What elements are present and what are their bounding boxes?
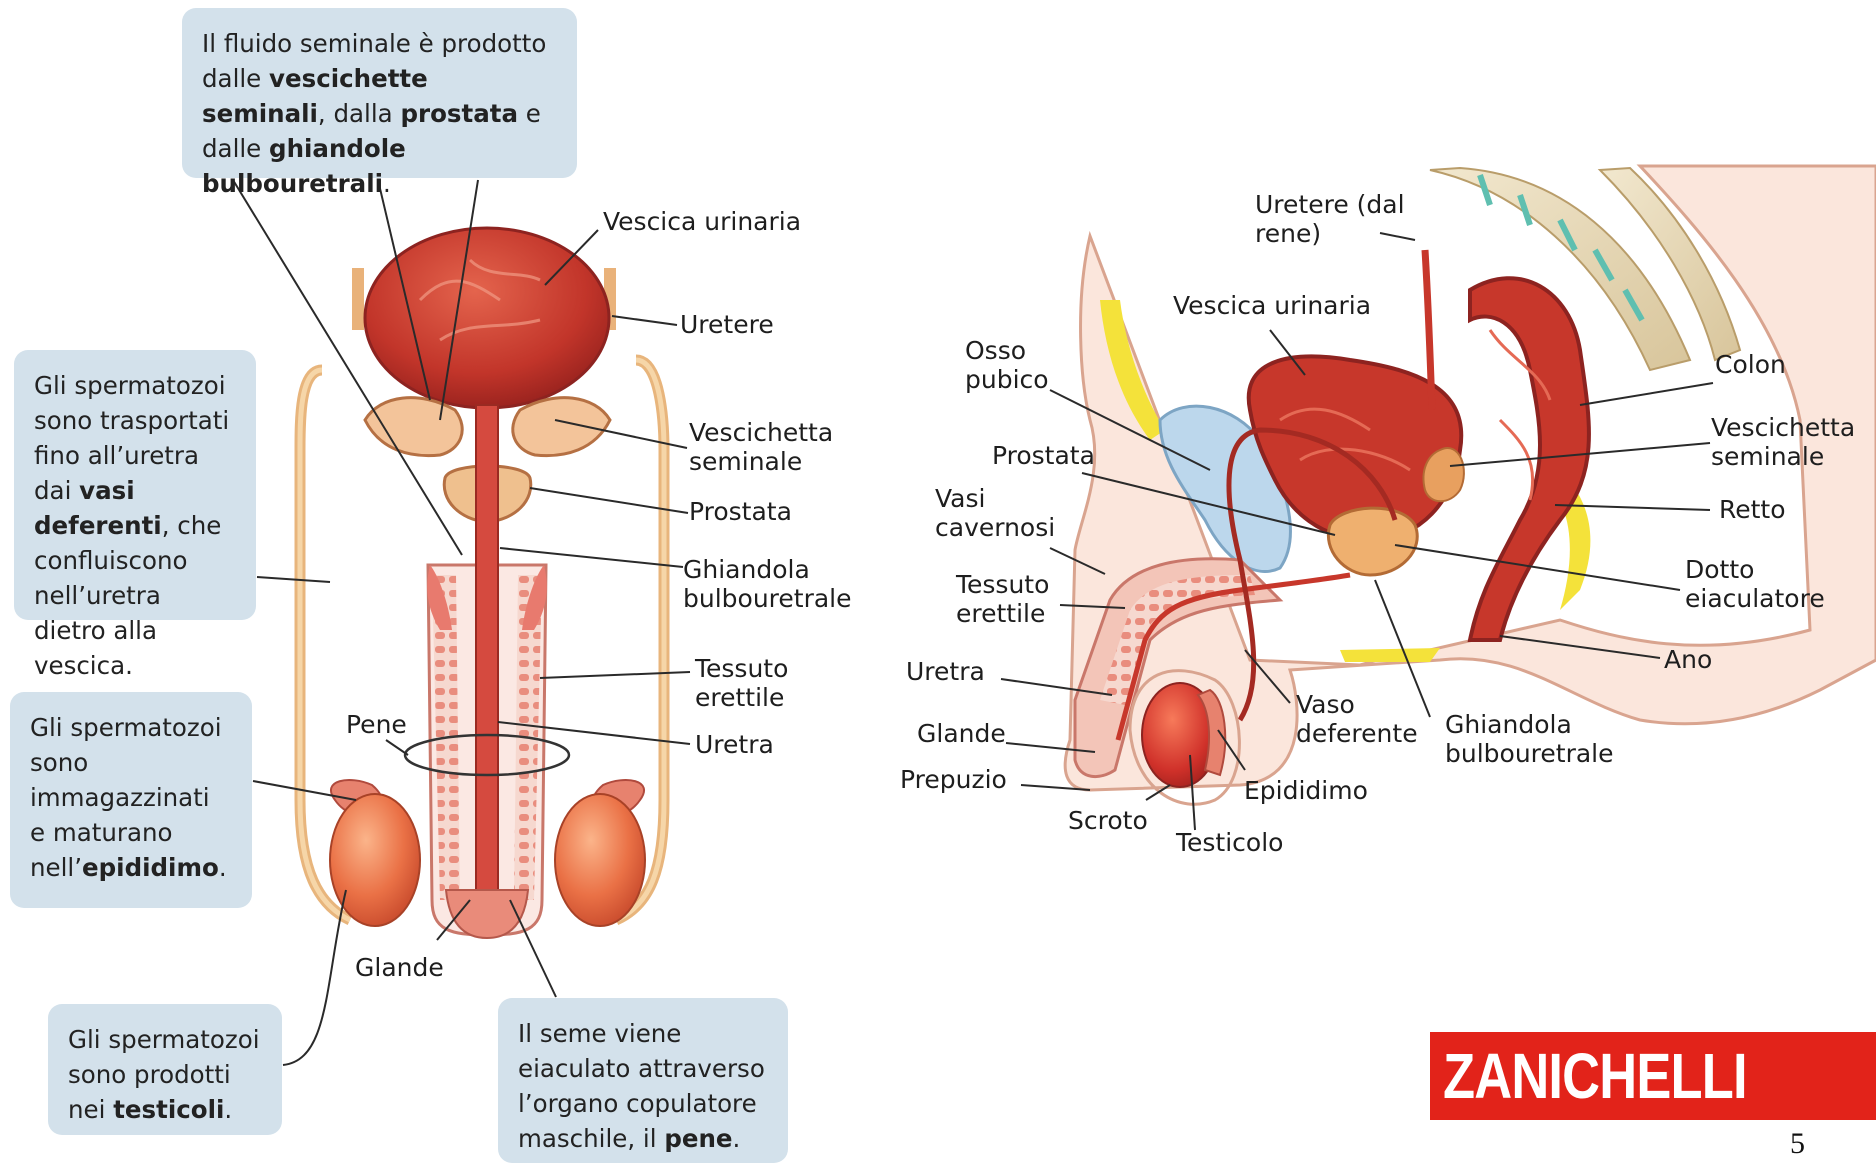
front-view bbox=[300, 228, 664, 938]
label-vescichetta-side: Vescichetta seminale bbox=[1711, 413, 1871, 471]
label-vescica-front: Vescica urinaria bbox=[603, 207, 801, 236]
label-tessuto-side: Tessuto erettile bbox=[956, 570, 1076, 628]
label-osso-pubico: Osso pubico bbox=[965, 336, 1065, 394]
label-ghiandola-side: Ghiandola bulbouretrale bbox=[1445, 710, 1635, 768]
label-prostata-front: Prostata bbox=[689, 497, 792, 526]
seminal-vesicle-left bbox=[365, 398, 462, 456]
callout-sperm-production: Gli spermatozoi sono prodotti nei testic… bbox=[48, 1004, 282, 1135]
label-colon: Colon bbox=[1715, 350, 1786, 379]
label-uretra-front: Uretra bbox=[695, 730, 774, 759]
label-vescichetta-front: Vescichetta seminale bbox=[689, 418, 849, 476]
label-prepuzio: Prepuzio bbox=[900, 765, 1007, 794]
label-epididimo: Epididimo bbox=[1244, 776, 1368, 805]
publisher-logo-text: ZANICHELLI bbox=[1443, 1036, 1681, 1116]
callout-sperm-storage: Gli spermatozoi sono immagazzinati e mat… bbox=[10, 692, 252, 908]
label-testicolo: Testicolo bbox=[1176, 828, 1283, 857]
label-retto: Retto bbox=[1719, 495, 1786, 524]
sagittal-view bbox=[1065, 166, 1876, 804]
label-uretere-front: Uretere bbox=[680, 310, 774, 339]
label-pene: Pene bbox=[346, 710, 407, 739]
label-uretra-side: Uretra bbox=[906, 657, 985, 686]
urethra-front bbox=[476, 405, 498, 925]
label-glande-side: Glande bbox=[917, 719, 1006, 748]
label-vescica-side: Vescica urinaria bbox=[1173, 291, 1371, 320]
page-number: 5 bbox=[1790, 1128, 1805, 1160]
label-glande-front: Glande bbox=[355, 953, 444, 982]
label-prostata-side: Prostata bbox=[992, 441, 1095, 470]
label-vasi-cavernosi: Vasi cavernosi bbox=[935, 484, 1065, 542]
prostate-side bbox=[1328, 508, 1417, 575]
callout-ejaculation: Il seme viene eiaculato attraverso l’org… bbox=[498, 998, 788, 1163]
callout-sperm-transport: Gli spermatozoi sono trasportati fino al… bbox=[14, 350, 256, 620]
testis-right bbox=[555, 794, 645, 926]
label-ano: Ano bbox=[1664, 645, 1712, 674]
label-ghiandola-front: Ghiandola bulbouretrale bbox=[683, 555, 873, 613]
label-tessuto-front: Tessuto erettile bbox=[695, 654, 815, 712]
label-vaso-deferente: Vaso deferente bbox=[1296, 690, 1426, 748]
seminal-vesicle-right bbox=[513, 398, 610, 456]
label-dotto: Dotto eiaculatore bbox=[1685, 555, 1845, 613]
label-scroto: Scroto bbox=[1068, 806, 1148, 835]
callout-seminal-fluid: Il fluido seminale è prodotto dalle vesc… bbox=[182, 8, 577, 178]
bladder bbox=[365, 228, 609, 408]
label-uretere-side: Uretere (dal rene) bbox=[1255, 190, 1405, 248]
